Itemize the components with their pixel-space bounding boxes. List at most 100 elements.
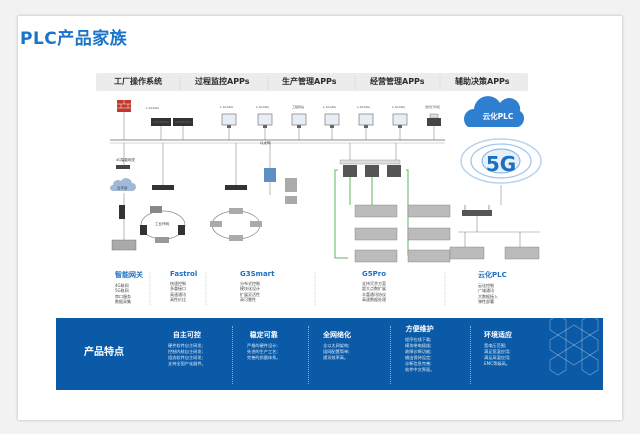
feature-column-title: 方便维护 (405, 325, 434, 333)
io-rack-icon (407, 227, 451, 241)
fiveg-label: 5G (485, 152, 517, 176)
feature-item: 大数据接入 (478, 293, 498, 299)
product-line-title: 云化PLC (478, 271, 507, 279)
svg-text:L-SCADA: L-SCADA (146, 106, 160, 110)
drive-icon (140, 225, 147, 235)
io-rack-icon (449, 246, 485, 260)
category-label: 工厂操作系统 (114, 77, 162, 86)
io-module-icon (285, 178, 297, 192)
ring-label: 工业环网 (155, 222, 169, 226)
category-label: 生产管理APPs (282, 77, 337, 86)
feature-point: 满足宽温应用; (484, 349, 511, 354)
cloud-small-label: 云平台 (117, 186, 128, 190)
switch-icon (116, 165, 130, 169)
feature-column: 全网络化 全以太网架构; 组网配置简单; 通讯效率高。 (323, 330, 351, 361)
feature-point: 软件中文界面。 (405, 367, 435, 372)
router-icon (462, 210, 492, 216)
svg-text:L-SCADA: L-SCADA (220, 105, 234, 109)
feature-item: 云化控制 (478, 283, 494, 288)
feature-point: 严格的硬件设计; (247, 343, 278, 348)
plc-cpu-icon (365, 165, 379, 177)
product-line-title: G3Smart (240, 270, 275, 278)
feature-column-title: 全网络化 (323, 331, 351, 339)
category-label: 过程监控APPs (195, 77, 250, 86)
gateway-icon (119, 205, 125, 219)
plc-rack-icon (152, 185, 174, 190)
feature-column: 稳定可靠 严格的硬件设计; 先进的生产工艺; 完善的质量体系。 (247, 330, 281, 361)
feature-item: 丰富通讯协议 (362, 291, 386, 297)
svg-text:工程师站: 工程师站 (292, 104, 304, 109)
cloud-small-icon (110, 178, 136, 191)
hexagon-pattern (549, 314, 599, 376)
feature-divider (390, 326, 391, 384)
plc-cpu-icon (343, 165, 357, 177)
feature-point: 控制内核自主研发; (168, 349, 203, 354)
plc-cpu-icon (387, 165, 401, 177)
monitor-stand-icon (227, 125, 402, 128)
feature-point: 支持全国产化器件。 (168, 361, 206, 366)
io-module-icon (111, 239, 137, 251)
feature-item: 扩展灵活性 (240, 291, 260, 297)
gateway-label: 4G智能网关 (116, 158, 135, 162)
plc-module-icon (210, 221, 222, 227)
cloud-icon (464, 96, 525, 127)
cloud-plc-label: 云化PLC (482, 112, 514, 121)
product-line-g3smart: G3Smart 分布式控制 模块化设计 扩展灵活性 高可靠性 (240, 270, 274, 303)
feature-item: 超大点数扩展 (362, 286, 386, 292)
feature-point: 宽电压范围; (484, 343, 507, 348)
feature-item: 支持冗余方案 (362, 281, 386, 286)
product-line-gateway: 智能网关 4G联网 5G联网 串口服务 数据采集 (115, 270, 143, 305)
product-line-fastrol: Fastrol 快速控制 多重接口 高速通讯 高性价比 (170, 270, 197, 303)
feature-item: 5G联网 (115, 288, 129, 294)
product-line-title: 智能网关 (115, 271, 143, 279)
feature-point: 完善的质量体系。 (247, 355, 281, 360)
plc-module-icon (150, 206, 162, 213)
plc-module-icon (250, 221, 262, 227)
feature-point: 程序在线下载; (405, 337, 432, 342)
feature-column-title: 自主可控 (172, 331, 201, 339)
svg-text:L-SCADA: L-SCADA (357, 105, 371, 109)
category-label: 辅助决策APPs (455, 77, 510, 86)
hmi-icon (264, 168, 276, 182)
category-label: 经营管理APPs (370, 77, 425, 86)
printer-icon (427, 113, 441, 126)
io-module-icon (285, 196, 297, 204)
feature-divider (308, 326, 309, 384)
feature-item: 多重接口 (170, 286, 186, 292)
drive-icon (178, 225, 185, 235)
plc-module-icon (229, 235, 243, 241)
feature-divider (470, 326, 471, 384)
plc-module-icon (229, 208, 243, 214)
features-band (56, 318, 603, 390)
feature-column: 环境适应 宽电压范围; 满足宽温应用; 满足高湿应用; EMC等级高。 (484, 330, 512, 367)
feature-item: 广域通讯 (478, 288, 494, 294)
product-line-cloud-plc: 云化PLC 云化控制 广域通讯 大数据接入 弹性部署 (478, 270, 507, 305)
io-rack-icon (407, 249, 451, 263)
feature-point: 诊断信息完善; (405, 361, 432, 366)
feature-point: 组网配置简单; (323, 349, 350, 354)
plc-rack-icon (225, 185, 247, 190)
feature-column-title: 环境适应 (484, 331, 512, 339)
feature-point: 硬件软件自主研发; (168, 343, 203, 348)
feature-column: 方便维护 程序在线下载; 模块带电插拔; 故障诊断功能; 输出保持设定; 诊断信… (405, 324, 434, 373)
features-title: 产品特点 (84, 347, 124, 358)
feature-point: 通讯效率高。 (323, 355, 349, 360)
feature-point: 故障诊断功能; (405, 349, 432, 354)
feature-item: 高速通讯 (170, 291, 186, 297)
feature-divider (232, 326, 233, 384)
feature-point: 组态软件自主研发; (168, 355, 203, 360)
workstation-icon (221, 113, 408, 126)
io-rack-icon (354, 227, 398, 241)
product-line-title: Fastrol (170, 270, 198, 278)
feature-item: 串口服务 (115, 293, 131, 299)
feature-point: 先进的生产工艺; (247, 349, 278, 354)
feature-item: 高性价比 (170, 297, 186, 303)
io-rack-icon (354, 204, 398, 218)
feature-item: 数据采集 (115, 299, 131, 305)
io-rack-icon (407, 204, 451, 218)
server-icon (151, 118, 193, 126)
svg-text:L-SCADA: L-SCADA (256, 105, 270, 109)
feature-column: 自主可控 硬件软件自主研发; 控制内核自主研发; 组态软件自主研发; 支持全国产… (168, 330, 206, 367)
feature-point: 满足高湿应用; (484, 355, 511, 360)
